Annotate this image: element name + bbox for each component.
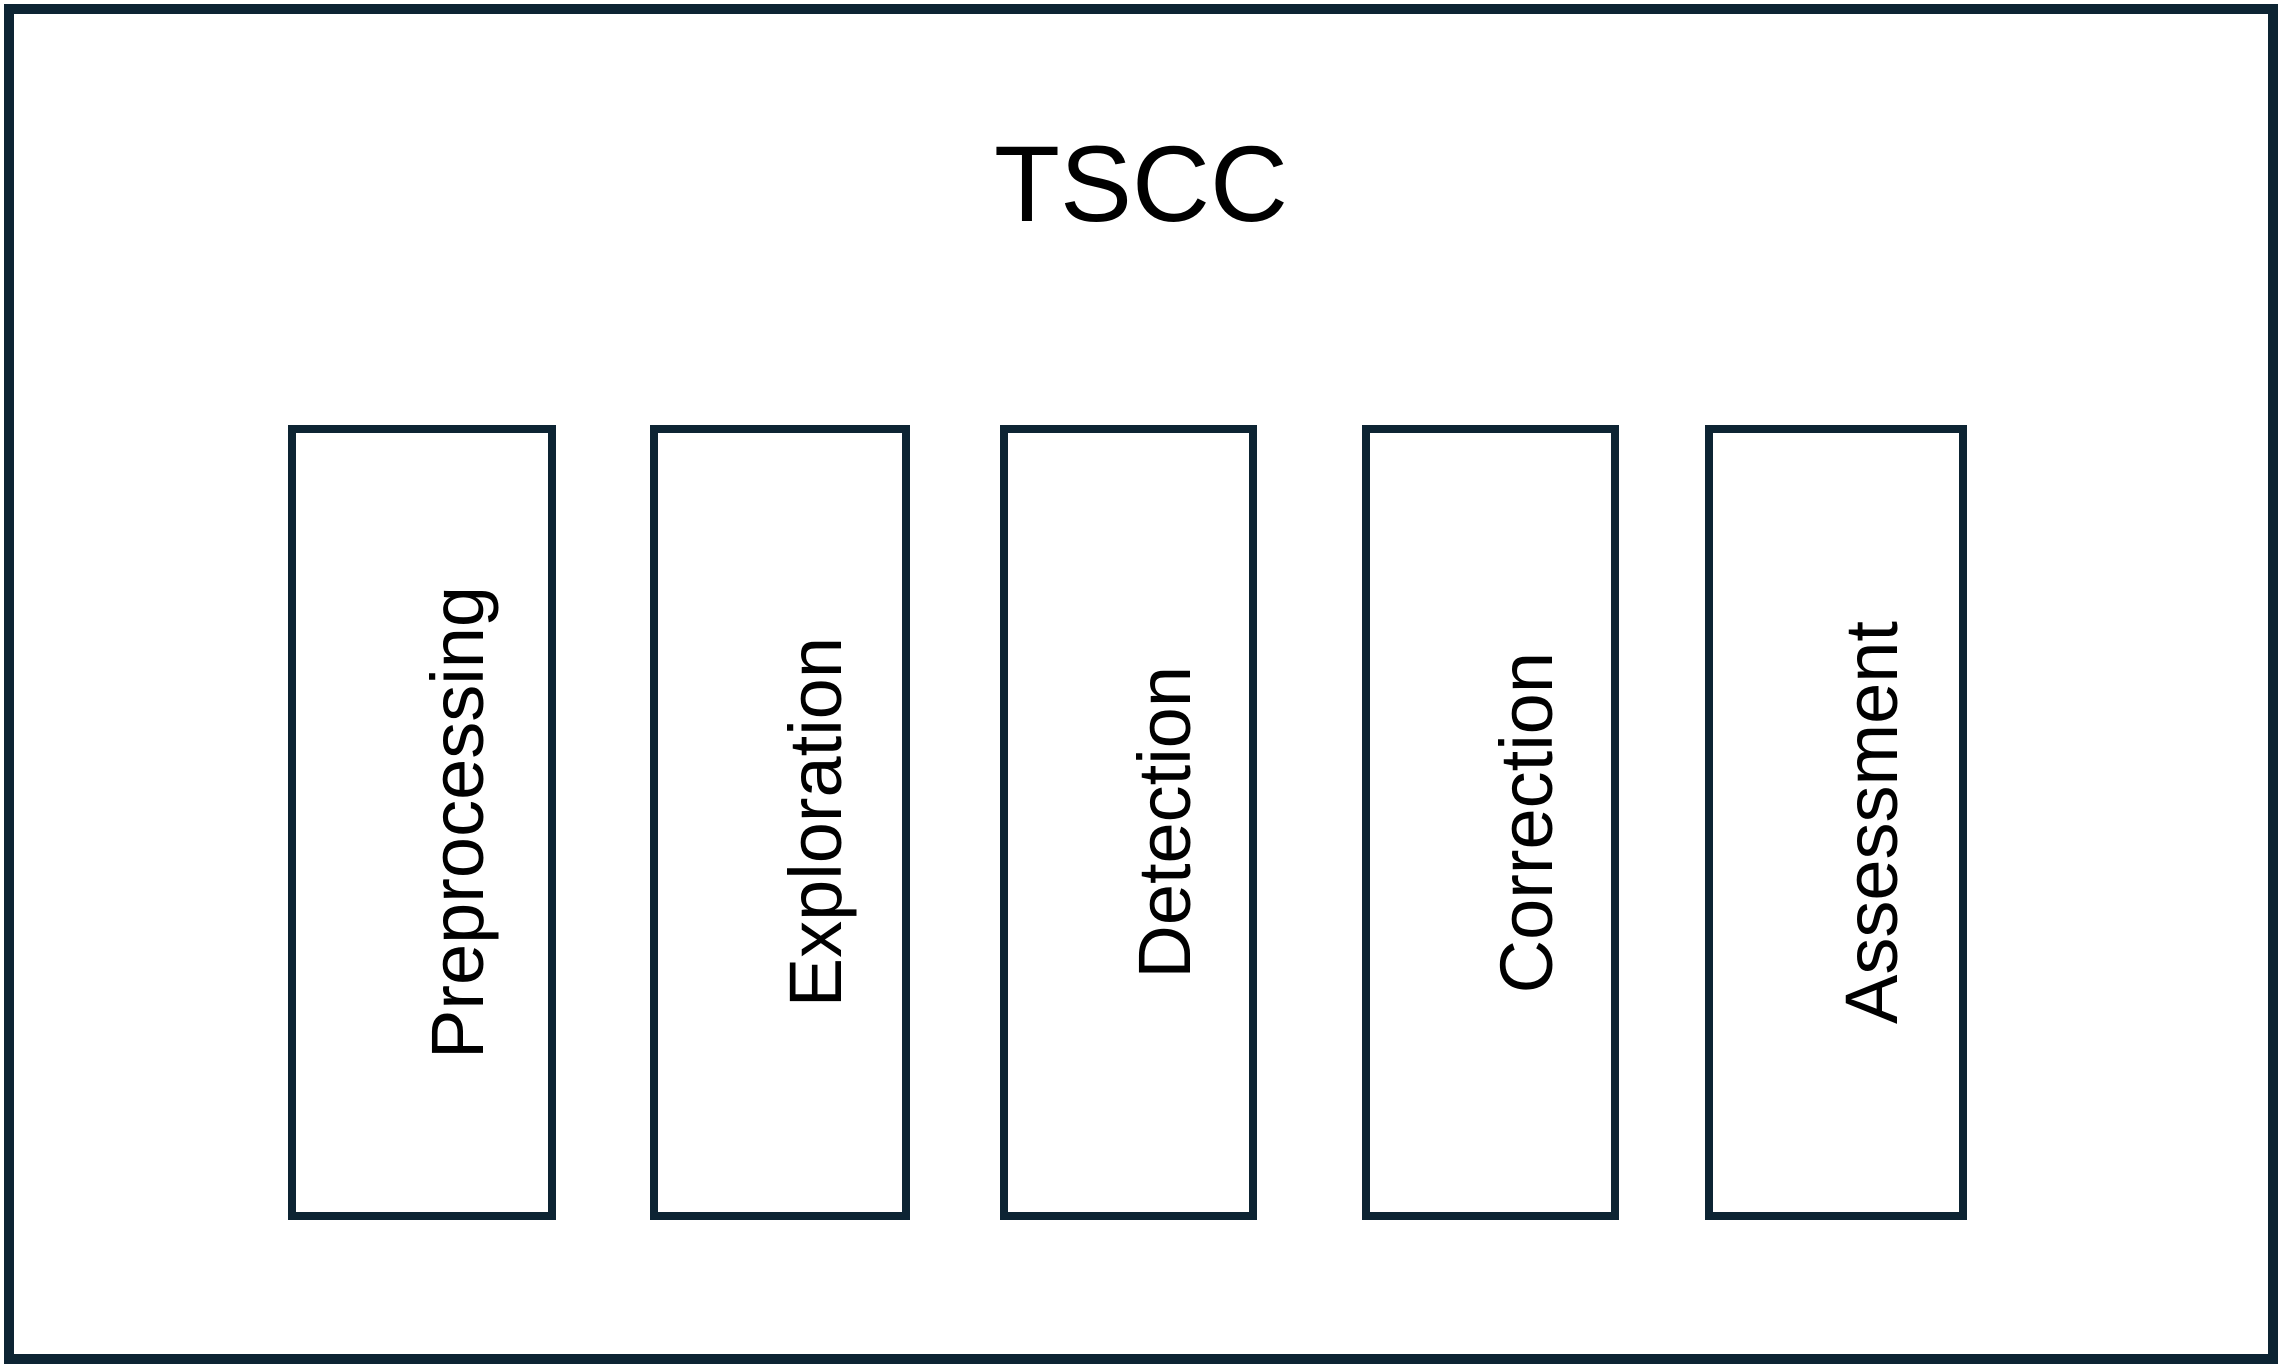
stage-box-assessment[interactable]: Assessment (1705, 425, 1967, 1220)
stage-label-exploration: Exploration (774, 637, 857, 1008)
stage-box-exploration[interactable]: Exploration (650, 425, 910, 1220)
stage-label-wrap-preprocessing: Preprocessing (296, 433, 548, 1212)
stage-label-correction: Correction (1484, 651, 1568, 994)
stage-label-detection: Detection (1122, 666, 1206, 979)
stage-label-wrap-exploration: Exploration (658, 433, 902, 1212)
stage-box-preprocessing[interactable]: Preprocessing (288, 425, 556, 1220)
stage-box-detection[interactable]: Detection (1000, 425, 1257, 1220)
stage-label-wrap-detection: Detection (1008, 433, 1249, 1212)
stage-label-preprocessing: Preprocessing (416, 585, 499, 1059)
stage-label-assessment: Assessment (1830, 620, 1913, 1025)
stage-box-correction[interactable]: Correction (1362, 425, 1619, 1220)
stage-label-wrap-correction: Correction (1370, 433, 1611, 1212)
stage-label-wrap-assessment: Assessment (1713, 433, 1959, 1212)
page-title: TSCC (994, 123, 1288, 244)
